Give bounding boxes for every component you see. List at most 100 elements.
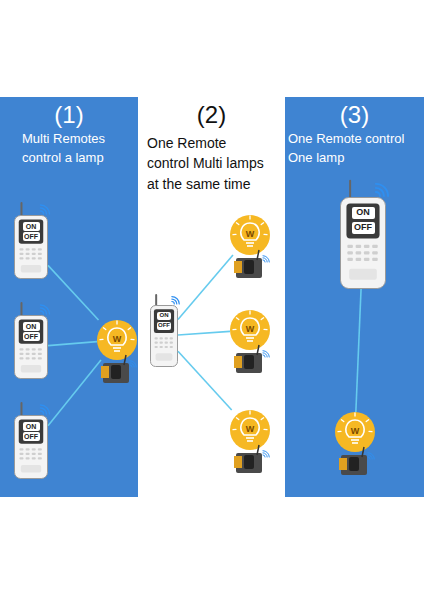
lamp-label: W — [230, 324, 270, 335]
signal-wave — [263, 451, 269, 457]
key — [32, 453, 36, 455]
signal-wave — [41, 205, 50, 214]
bulb-base — [246, 242, 254, 244]
remote-body — [151, 306, 178, 367]
panel-band: (2)One Remote control Multi lamps at the… — [138, 97, 285, 497]
key — [356, 245, 362, 248]
key — [32, 448, 36, 450]
lamp-disc — [230, 310, 270, 350]
key — [26, 453, 30, 455]
lamp-label: W — [230, 424, 270, 435]
button-label: OFF — [23, 432, 40, 441]
key — [170, 346, 173, 348]
key — [347, 245, 353, 248]
remote-body — [15, 316, 48, 379]
connector-line — [178, 255, 233, 320]
bulb-ray — [128, 328, 130, 330]
key — [160, 346, 163, 348]
relay-terminal — [234, 261, 242, 273]
key — [19, 457, 23, 459]
panel-number: (1) — [0, 101, 138, 130]
key — [356, 251, 362, 254]
lamp-disc — [335, 412, 375, 452]
bulb-ray — [366, 420, 368, 422]
bulb-ray — [341, 420, 343, 422]
remote-body — [15, 416, 48, 479]
key — [170, 342, 173, 344]
bulb-ray — [264, 234, 267, 236]
key — [372, 251, 378, 254]
remote-body — [15, 216, 48, 279]
key — [160, 337, 163, 339]
key — [347, 258, 353, 261]
bulb-base — [114, 350, 120, 352]
key — [154, 337, 157, 339]
button-label: ON — [23, 222, 40, 231]
key — [26, 457, 30, 459]
relay-antenna — [257, 345, 259, 355]
button-label: ON — [352, 207, 375, 219]
signal-wave — [41, 405, 50, 414]
remote-control: ONOFF — [14, 215, 48, 279]
signal-wave — [41, 411, 44, 414]
button-label: OFF — [23, 332, 40, 341]
key — [19, 257, 23, 259]
bulb-ray — [249, 216, 250, 219]
key — [32, 257, 36, 259]
antenna — [20, 303, 22, 317]
panel-number: (3) — [285, 101, 424, 130]
key — [165, 342, 168, 344]
signal-wave — [130, 363, 134, 367]
signal-wave — [263, 260, 265, 262]
signal-wave — [263, 453, 267, 457]
key — [372, 245, 378, 248]
bulb-ray — [100, 339, 103, 341]
relay-antenna — [257, 250, 259, 260]
bulb-base — [247, 340, 253, 342]
key — [38, 448, 42, 450]
relay-antenna — [124, 355, 126, 365]
key — [356, 258, 362, 261]
button-label: ON — [23, 322, 40, 331]
signal-wave — [130, 361, 136, 367]
remote-body — [341, 198, 386, 289]
relay-coil — [244, 455, 254, 469]
bulb-base — [113, 347, 121, 349]
key — [38, 257, 42, 259]
bulb-ray — [236, 418, 238, 420]
key — [19, 353, 23, 355]
lamp-circle: W — [97, 320, 137, 360]
key — [364, 245, 370, 248]
signal-wave — [376, 192, 380, 196]
bulb-base — [351, 439, 359, 441]
signal-wave — [368, 455, 372, 459]
panel-band: (3)One Remote control One lampONOFFW — [285, 97, 424, 497]
bulb-ray — [261, 318, 263, 320]
key — [32, 457, 36, 459]
lamp-label: W — [97, 334, 137, 345]
bulb-base — [352, 442, 358, 444]
key — [364, 251, 370, 254]
relay-terminal — [234, 356, 242, 368]
key — [26, 257, 30, 259]
bulb-ray — [261, 223, 263, 225]
key — [19, 357, 23, 359]
connector-line — [178, 331, 230, 335]
relay-terminal — [101, 366, 109, 378]
bulb-base — [246, 437, 254, 439]
key — [32, 253, 36, 255]
remote-foot — [21, 465, 41, 473]
key — [26, 348, 30, 350]
button-label: OFF — [23, 232, 40, 241]
relay-coil — [244, 355, 254, 369]
bulb-ray — [338, 431, 341, 433]
lamp-disc — [97, 320, 137, 360]
key — [154, 346, 157, 348]
bulb-ray — [249, 311, 250, 314]
remote-control: ONOFF — [14, 315, 48, 379]
lamp-circle: W — [230, 410, 270, 450]
key — [165, 337, 168, 339]
relay-coil — [349, 457, 359, 471]
bulb-ray — [116, 321, 117, 324]
connector-line — [48, 265, 99, 320]
